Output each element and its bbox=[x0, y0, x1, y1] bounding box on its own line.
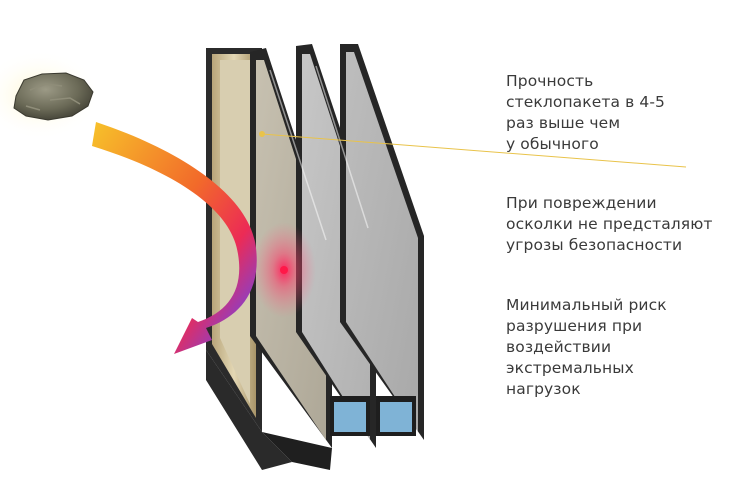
caption-line: Минимальный риск bbox=[506, 296, 667, 314]
caption-line: Прочность bbox=[506, 72, 594, 90]
impact-point bbox=[252, 222, 316, 318]
caption-line: угрозы безопасности bbox=[506, 236, 683, 254]
caption-safety: При повреждении осколки не предсталяют у… bbox=[506, 193, 742, 256]
caption-line: разрушения при bbox=[506, 317, 643, 335]
caption-line: экстремальных bbox=[506, 359, 634, 377]
caption-line: нагрузок bbox=[506, 380, 581, 398]
caption-line: При повреждении bbox=[506, 194, 657, 212]
caption-line: стеклопакета в 4-5 bbox=[506, 93, 666, 111]
caption-durability: Минимальный риск разрушения при воздейст… bbox=[506, 295, 742, 400]
caption-line: у обычного bbox=[506, 135, 599, 153]
rock-icon bbox=[0, 50, 100, 140]
impact-arrow-icon bbox=[92, 122, 257, 354]
caption-line: воздействии bbox=[506, 338, 612, 356]
caption-strength: Прочность стеклопакета в 4-5 раз выше че… bbox=[506, 71, 742, 155]
caption-line: осколки не предсталяют bbox=[506, 215, 713, 233]
leader-line bbox=[259, 131, 687, 168]
caption-line: раз выше чем bbox=[506, 114, 621, 132]
